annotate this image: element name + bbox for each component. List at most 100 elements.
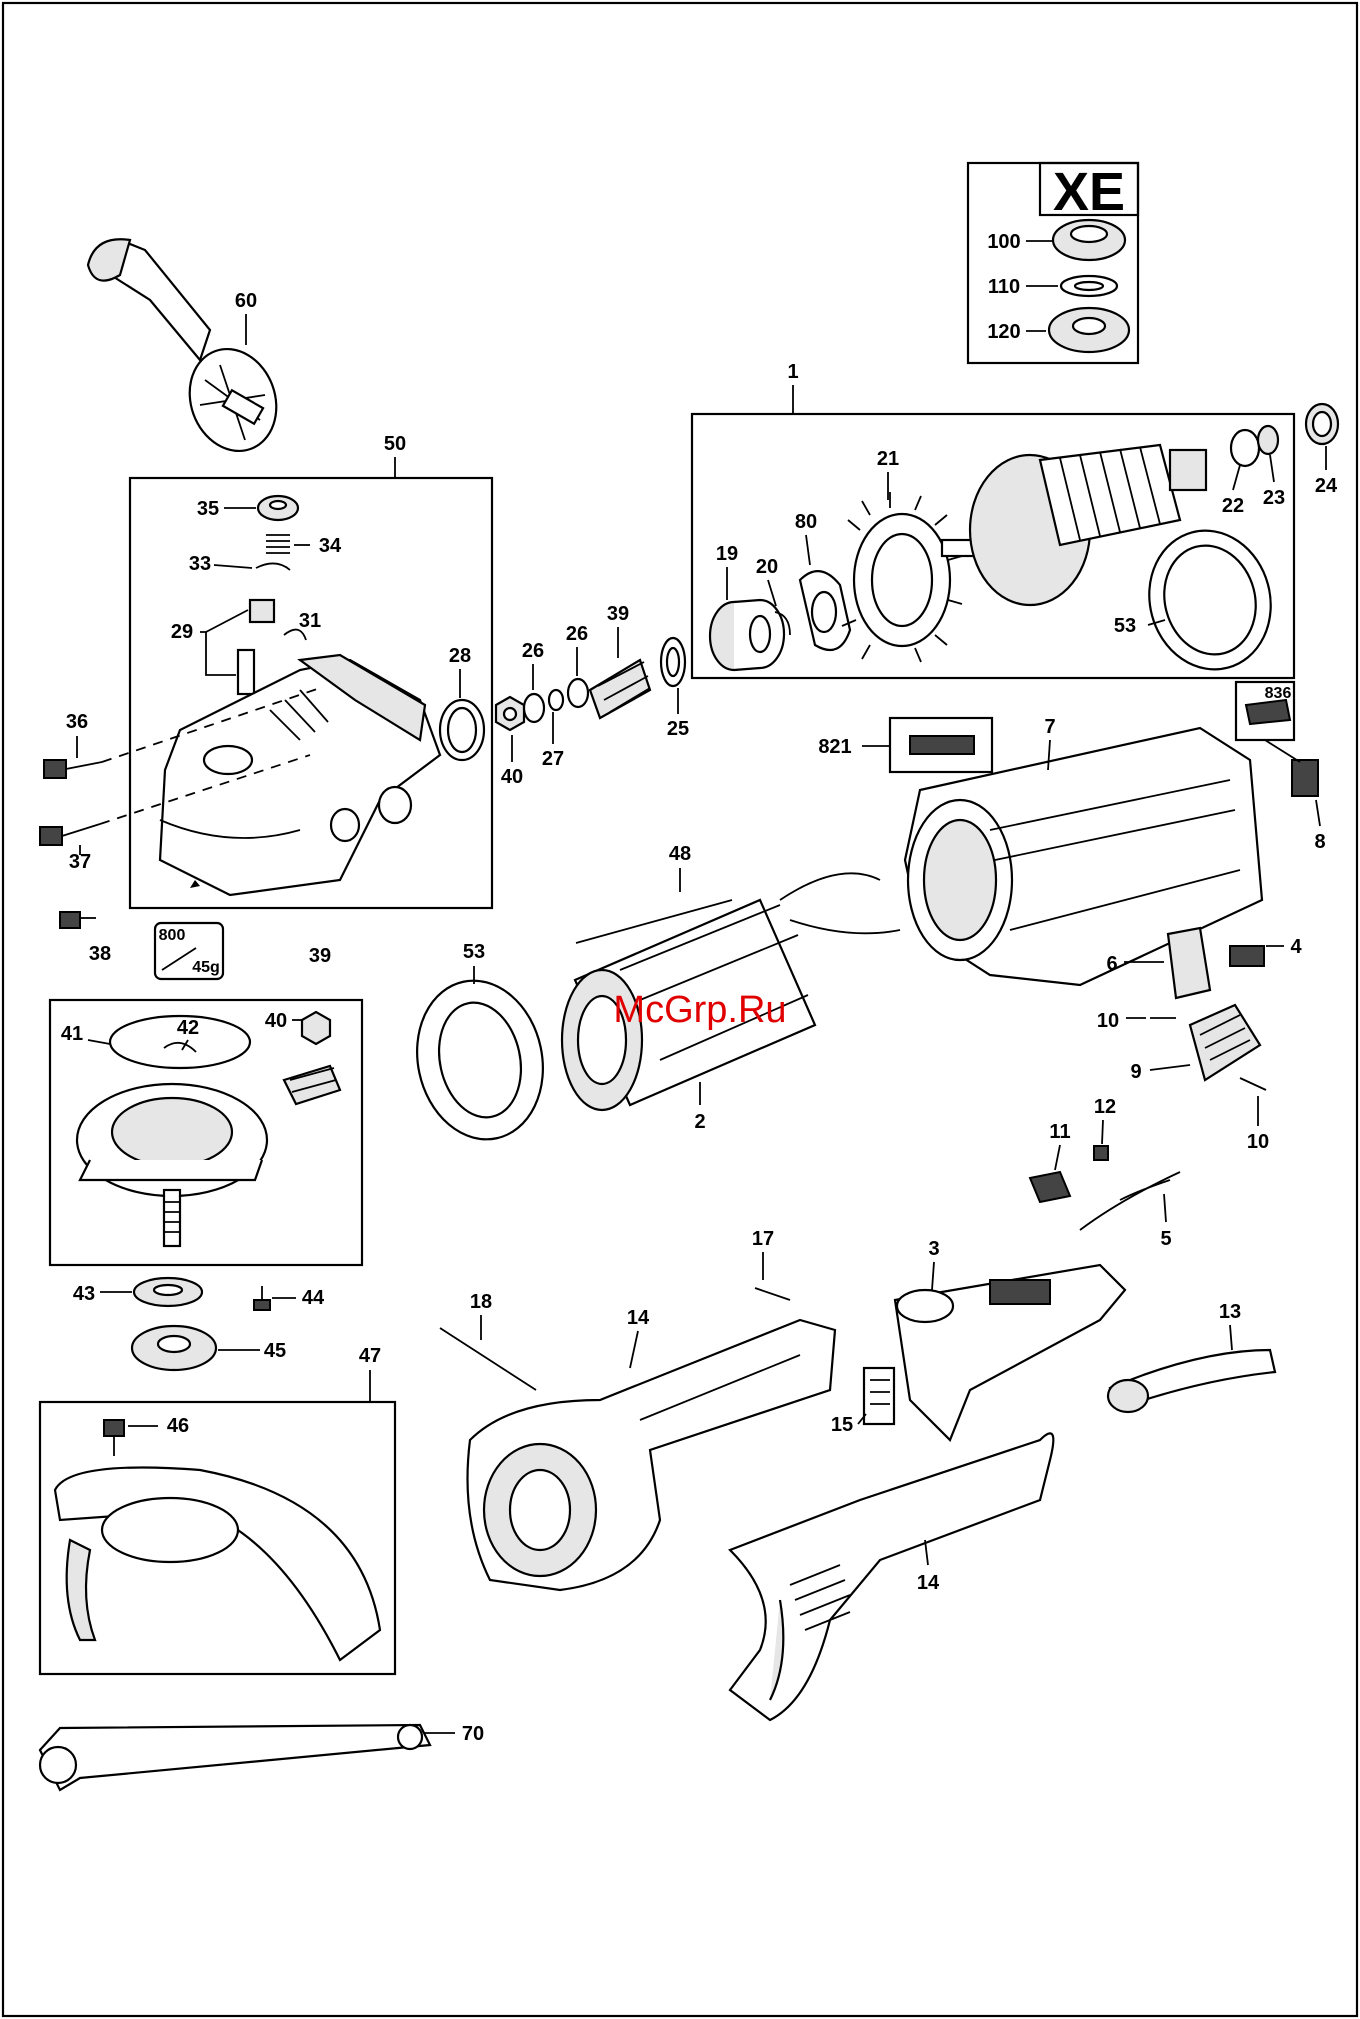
- label-44: 44: [302, 1287, 325, 1309]
- label-25: 25: [667, 718, 689, 740]
- label-17: 17: [752, 1228, 774, 1250]
- side-handle: 60: [88, 239, 290, 463]
- wheel-guard-icon: [55, 1468, 380, 1661]
- spring-icon: [266, 535, 290, 553]
- label-70: 70: [462, 1723, 484, 1745]
- label-80: 80: [795, 511, 817, 533]
- rear-handle-right: 14: [730, 1433, 1053, 1720]
- label-53-left: 53: [463, 941, 485, 963]
- label-836: 836: [1265, 685, 1292, 702]
- label-2: 2: [694, 1111, 705, 1133]
- label-40-box: 40: [265, 1010, 287, 1032]
- flange-parts: 43 44 45: [73, 1278, 325, 1370]
- label-10-top: 10: [1097, 1010, 1119, 1032]
- switch-parts: 6 4 10 9 10: [1097, 928, 1303, 1153]
- bevel-gear-icon: [284, 1066, 340, 1104]
- nut-icon: [302, 1012, 330, 1044]
- armature-group: 1 19 20 80 21 22 23 53: [692, 361, 1294, 683]
- label-33: 33: [189, 553, 211, 575]
- screw-icon: [44, 760, 66, 778]
- label-110: 110: [988, 276, 1020, 298]
- label-4: 4: [1290, 936, 1302, 958]
- grease-tube: 800 45g 39: [155, 923, 331, 979]
- label-48: 48: [669, 843, 691, 865]
- label-29: 29: [171, 621, 193, 643]
- screw-icon: [1240, 1078, 1266, 1090]
- screw-icon: [254, 1300, 270, 1310]
- clamp-icon: [1030, 1172, 1070, 1202]
- label-45g: 45g: [192, 959, 220, 976]
- circlip-icon: [256, 563, 290, 570]
- washer-icon: [568, 679, 588, 707]
- label-13: 13: [1219, 1301, 1241, 1323]
- label-26-b: 26: [566, 623, 588, 645]
- pinion-gear-icon: [590, 660, 650, 718]
- label-821: 821: [818, 736, 851, 758]
- xe-inset: XE 100 110 120: [968, 162, 1138, 363]
- label-23: 23: [1263, 487, 1285, 509]
- screw-icon: [1094, 1146, 1108, 1160]
- label-19: 19: [716, 543, 738, 565]
- label-45: 45: [264, 1340, 286, 1362]
- label-50: 50: [384, 433, 406, 455]
- label-35: 35: [197, 498, 219, 520]
- label-5: 5: [1160, 1228, 1171, 1250]
- gear-train-parts: 40 26 27 26 39 25: [496, 603, 689, 788]
- label-42: 42: [177, 1017, 199, 1039]
- label-14-top: 14: [627, 1307, 650, 1329]
- label-27: 27: [542, 748, 564, 770]
- switch-cover-icon: [1190, 1005, 1260, 1080]
- label-18: 18: [470, 1291, 492, 1313]
- label-20: 20: [756, 556, 778, 578]
- label-100: 100: [987, 231, 1020, 253]
- screw-icon: [60, 912, 80, 928]
- label-21: 21: [877, 448, 899, 470]
- label-40-top: 40: [501, 766, 523, 788]
- guard-clamp-icon: [67, 1540, 95, 1640]
- label-24: 24: [1315, 475, 1338, 497]
- label-36: 36: [66, 711, 88, 733]
- label-31: 31: [299, 610, 321, 632]
- label-3: 3: [928, 1238, 939, 1260]
- label-53-top: 53: [1114, 615, 1136, 637]
- label-47: 47: [359, 1345, 381, 1367]
- label-800: 800: [159, 927, 186, 944]
- screw-icon: [104, 1420, 124, 1436]
- watermark: McGrp.Ru: [613, 989, 786, 1031]
- lock-button-icon: [250, 600, 274, 622]
- label-39-left: 39: [309, 945, 331, 967]
- label-9: 9: [1130, 1061, 1141, 1083]
- label-plate: 821: [818, 718, 992, 772]
- insulator-icon: [864, 1368, 894, 1424]
- wrench-icon: [40, 1725, 430, 1790]
- brush-spring-icon: [1230, 946, 1264, 966]
- gear-case-group: 50 35 34 33 29 31 28: [130, 433, 492, 908]
- screw-icon: [40, 827, 62, 845]
- label-7: 7: [1044, 716, 1055, 738]
- pin-icon: [238, 650, 254, 694]
- label-39-top: 39: [607, 603, 629, 625]
- label-10-bottom: 10: [1247, 1131, 1269, 1153]
- motor-housing: 7: [905, 716, 1262, 985]
- label-8: 8: [1314, 831, 1325, 853]
- switch-icon: [1168, 928, 1210, 998]
- commutator-icon: [1170, 450, 1206, 490]
- spindle-group: 41 42 40: [50, 1000, 362, 1265]
- label-34: 34: [319, 535, 342, 557]
- label-41: 41: [61, 1023, 83, 1045]
- plate-icon: [910, 736, 974, 754]
- label-28: 28: [449, 645, 471, 667]
- label-46: 46: [167, 1415, 189, 1437]
- label-11: 11: [1049, 1121, 1070, 1143]
- label-38: 38: [89, 943, 111, 965]
- label-6: 6: [1106, 953, 1117, 975]
- brush-icon: [1292, 760, 1318, 796]
- label-12: 12: [1094, 1096, 1116, 1118]
- xe-title: XE: [1053, 162, 1125, 222]
- circlip-icon: [549, 690, 563, 710]
- label-14-bottom: 14: [917, 1572, 940, 1594]
- washer-icon: [1231, 430, 1259, 466]
- label-26-a: 26: [522, 640, 544, 662]
- label-15: 15: [831, 1414, 853, 1436]
